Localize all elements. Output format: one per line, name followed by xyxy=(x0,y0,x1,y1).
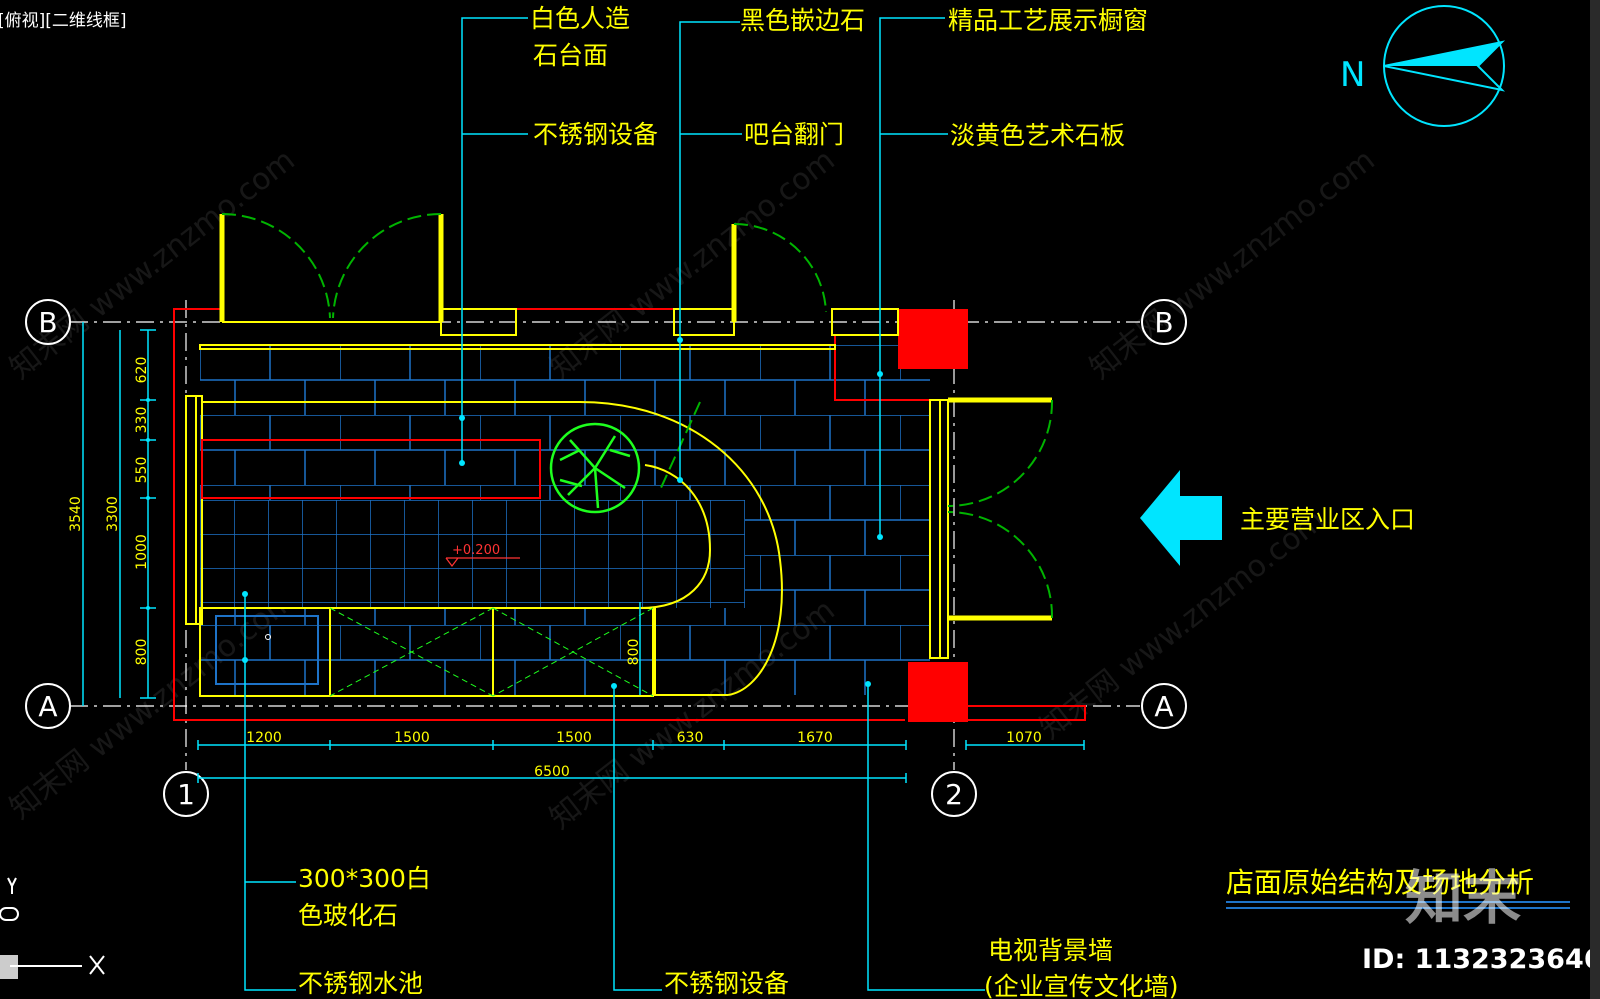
callout-showcase-window: 精品工艺展示橱窗 xyxy=(948,6,1148,35)
axis-label-2: 2 xyxy=(945,778,963,811)
axis-bubbles xyxy=(25,299,1187,817)
axis-bubble-1 xyxy=(163,771,209,817)
sink-drain xyxy=(265,634,271,640)
axis-bubble-b-right xyxy=(1141,299,1187,345)
callout-tv-wall: (企业宣传文化墙) xyxy=(984,972,1179,999)
drawing-title: 店面原始结构及场地分析 xyxy=(1226,866,1534,899)
callout-stainless-equipment: 不锈钢设备 xyxy=(533,120,658,149)
entrance-arrow-icon xyxy=(1140,470,1222,566)
callout-tv-wall: 电视背景墙 xyxy=(988,936,1113,965)
plant xyxy=(549,422,641,514)
leader-dots xyxy=(242,337,883,689)
display-window xyxy=(939,399,949,659)
axis-label-b: B xyxy=(1154,306,1173,339)
axis-label-a: A xyxy=(38,690,57,723)
scrollbar[interactable] xyxy=(1590,0,1600,999)
callout-bar-flip-door: 吧台翻门 xyxy=(744,120,844,149)
wall-outline xyxy=(834,336,940,401)
dimension-text: 630 xyxy=(677,730,704,746)
dimension-text: 620 xyxy=(134,357,150,384)
sink xyxy=(215,615,319,685)
counter-end xyxy=(654,608,728,696)
dimension-text: 3300 xyxy=(105,496,121,532)
dimension-total: 6500 xyxy=(534,764,570,780)
dimension-text: 1500 xyxy=(394,730,430,746)
axis-label-b: B xyxy=(38,306,57,339)
watermark-text: 知末网 www.znzmo.com xyxy=(1083,143,1381,387)
ucs-icon xyxy=(0,877,105,975)
threshold xyxy=(831,308,899,336)
dimension-text: 3540 xyxy=(68,496,84,532)
axis-bubble-a-right xyxy=(1141,683,1187,729)
watermark-logo: 知末 xyxy=(1405,864,1521,932)
callout-floor-tile: 色玻化石 xyxy=(298,901,398,930)
axis-label-a: A xyxy=(1154,690,1173,723)
axis-bubble-b-left xyxy=(25,299,71,345)
marble-counter xyxy=(201,439,541,499)
callout-stainless-equipment: 不锈钢设备 xyxy=(664,969,789,998)
bar-counter xyxy=(185,308,949,697)
dimension-text: 1000 xyxy=(134,534,150,570)
wall-outline xyxy=(173,308,905,721)
dimension-text: 1670 xyxy=(797,730,833,746)
side-shelf xyxy=(195,395,203,625)
callout-white-stone-top: 白色人造 xyxy=(530,4,630,33)
north-arrow-icon xyxy=(1383,5,1506,127)
dimension-text: 800 xyxy=(134,639,150,666)
callout-white-stone-top: 石台面 xyxy=(533,41,608,70)
wall-outline xyxy=(968,705,1086,721)
callout-floor-tile: 300*300白 xyxy=(298,864,431,893)
leader-lines xyxy=(244,17,985,991)
glazed-tile-area xyxy=(200,500,745,608)
wall-outline xyxy=(221,308,898,322)
bar-counter-top xyxy=(202,401,783,696)
callout-light-yellow-stone: 淡黄色艺术石板 xyxy=(950,121,1125,150)
back-counter-edge xyxy=(199,344,836,350)
ucs-icon xyxy=(0,955,18,979)
elevation-mark: +0.200 xyxy=(452,543,500,558)
image-id: ID: 1132323646 xyxy=(1362,944,1600,975)
dimension-text: 550 xyxy=(134,457,150,484)
callout-main-entrance: 主要营业区入口 xyxy=(1240,505,1415,534)
column xyxy=(898,309,968,369)
door-swing xyxy=(221,213,1054,619)
doors xyxy=(219,213,1054,621)
viewport-label[interactable]: [俯视][二维线框] xyxy=(0,11,127,31)
axis-label-1: 1 xyxy=(177,778,195,811)
dimension-lines xyxy=(82,322,1085,783)
display-window xyxy=(929,399,941,659)
bar-counter-inner xyxy=(202,464,712,609)
callout-stainless-sink: 不锈钢水池 xyxy=(298,969,423,998)
dimension-ticks xyxy=(146,398,150,610)
dimension-text: 1500 xyxy=(556,730,592,746)
dimension-text: 800 xyxy=(626,639,642,666)
column xyxy=(908,662,968,722)
axis-bubble-2 xyxy=(931,771,977,817)
side-shelf xyxy=(185,395,197,625)
floor-tile-pattern xyxy=(200,345,930,695)
axis-bubble-a-left xyxy=(25,683,71,729)
dimension-text: 1070 xyxy=(1006,730,1042,746)
dimension-text: 330 xyxy=(134,407,150,434)
elevation-symbol xyxy=(445,557,520,567)
cabinet-cross xyxy=(329,607,654,697)
equipment-cabinet xyxy=(492,607,654,697)
dimension-text: 1200 xyxy=(246,730,282,746)
callout-black-edge-stone: 黑色嵌边石 xyxy=(740,6,865,35)
north-label: N xyxy=(1340,55,1365,95)
